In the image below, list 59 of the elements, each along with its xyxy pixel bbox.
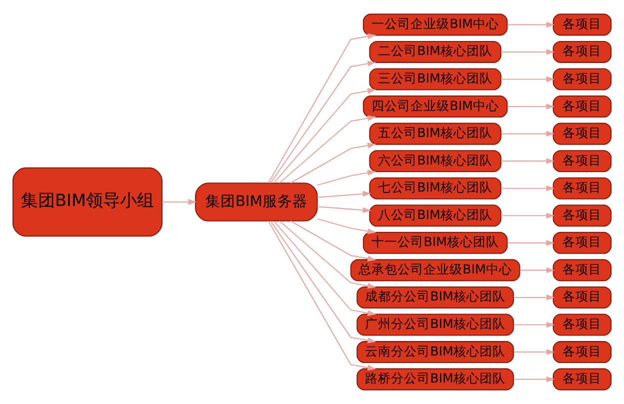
node-box: 四公司企业级BIM中心: [362, 96, 508, 118]
node-box: 各项目: [552, 204, 612, 227]
arrow: [507, 104, 555, 110]
arrow: [514, 294, 555, 300]
arrow: [270, 220, 376, 344]
arrow: [501, 212, 555, 219]
node-box: 成都分公司BIM核心团队: [356, 286, 514, 308]
arrow: [274, 220, 376, 316]
node-box: 各项目: [552, 177, 612, 200]
node-box: 各项目: [552, 259, 612, 282]
node-box: 八公司BIM核心团队: [369, 204, 502, 227]
arrow: [514, 349, 555, 355]
arrow: [507, 240, 555, 246]
arrow: [290, 142, 376, 184]
node-box: 七公司BIM核心团队: [369, 177, 502, 200]
arrow: [317, 190, 372, 198]
arrow: [274, 88, 376, 184]
arrow: [290, 220, 376, 262]
arrow: [279, 115, 376, 184]
arrow: [317, 218, 376, 234]
arrow: [514, 376, 555, 382]
node-box: 各项目: [552, 14, 612, 36]
arrow: [270, 60, 376, 184]
node-box: 云南分公司BIM核心团队: [356, 341, 514, 364]
node-box: 集团BIM领导小组: [12, 167, 162, 237]
arrow: [501, 158, 555, 164]
node-box: 二公司BIM核心团队: [369, 40, 502, 63]
arrow: [279, 220, 376, 289]
node-box: 各项目: [552, 286, 612, 308]
arrow: [501, 130, 555, 137]
arrow: [520, 267, 555, 274]
node-box: 集团BIM服务器: [195, 182, 318, 222]
arrow: [507, 22, 555, 28]
arrow: [268, 220, 376, 370]
node-box: 各项目: [552, 232, 612, 254]
arrow: [162, 199, 197, 205]
arrow: [317, 206, 372, 214]
node-box: 路桥分公司BIM核心团队: [356, 368, 514, 390]
node-box: 各项目: [552, 122, 612, 145]
node-box: 各项目: [552, 314, 612, 336]
arrow: [317, 170, 376, 186]
node-box: 各项目: [552, 40, 612, 63]
node-box: 各项目: [552, 368, 612, 390]
node-box: 三公司BIM核心团队: [369, 68, 502, 90]
arrow: [514, 322, 555, 328]
node-box: 总承包公司企业级BIM中心: [350, 259, 520, 282]
node-box: 各项目: [552, 150, 612, 172]
arrow: [268, 34, 376, 184]
arrow: [501, 49, 555, 55]
node-box: 各项目: [552, 68, 612, 90]
arrow: [501, 185, 555, 192]
node-box: 六公司BIM核心团队: [369, 150, 502, 172]
node-box: 十一公司BIM核心团队: [362, 232, 508, 254]
node-box: 各项目: [552, 341, 612, 364]
node-box: 一公司企业级BIM中心: [362, 14, 508, 36]
arrow: [501, 76, 555, 82]
node-box: 五公司BIM核心团队: [369, 122, 502, 145]
node-box: 各项目: [552, 96, 612, 118]
node-box: 广州分公司BIM核心团队: [356, 314, 514, 336]
